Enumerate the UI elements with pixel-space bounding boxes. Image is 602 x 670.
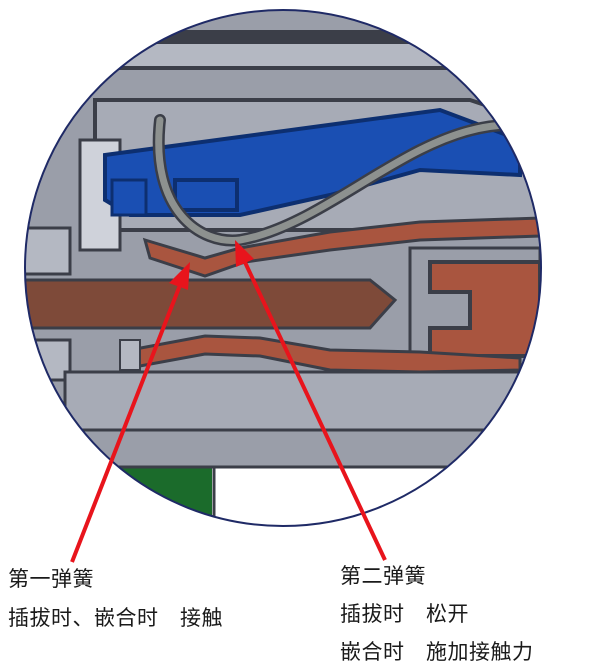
second-spring-title: 第二弹簧 — [340, 564, 426, 588]
first-spring-title: 第一弹簧 — [8, 567, 94, 591]
second-spring-mated-state: 嵌合时 施加接触力 — [340, 640, 534, 664]
callout-arrows — [70, 240, 387, 563]
second-arrowhead — [235, 240, 254, 267]
second-spring — [155, 116, 541, 244]
second-spring-arrow — [241, 257, 387, 561]
second-spring-insert-state: 插拔时 松开 — [340, 602, 469, 626]
first-spring-arrow — [70, 279, 184, 563]
first-spring-description: 插拔时、嵌合时 接触 — [8, 606, 223, 630]
first-arrowhead — [169, 262, 190, 290]
green-block — [100, 467, 212, 526]
top-rail — [70, 44, 541, 68]
left-wall — [25, 226, 72, 276]
magnifier-circle — [24, 9, 542, 527]
top-frame — [60, 30, 541, 44]
contact-pin — [25, 278, 398, 330]
